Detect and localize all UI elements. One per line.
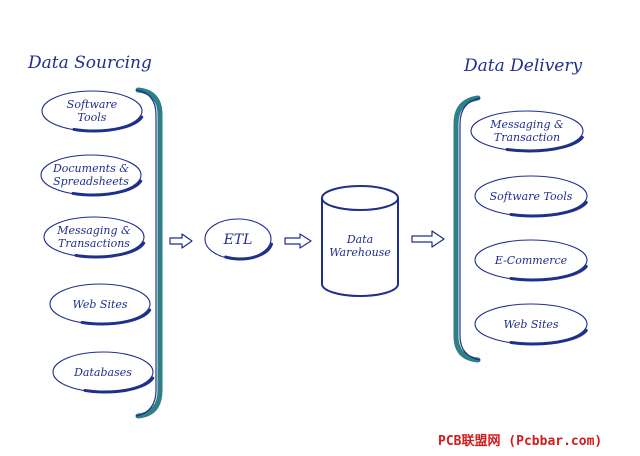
etl-node: ETL bbox=[204, 218, 274, 261]
data-warehouse-cylinder: Data Warehouse bbox=[321, 185, 399, 297]
delivery-nodes: Messaging & Transaction Software Tools E… bbox=[470, 110, 590, 346]
source-node-web-sites: Web Sites bbox=[49, 283, 153, 326]
source-label-line: Transactions bbox=[58, 237, 130, 250]
data-sourcing-heading: Data Sourcing bbox=[27, 53, 152, 73]
warehouse-label-line: Warehouse bbox=[329, 246, 391, 259]
source-label-line: Software bbox=[67, 98, 118, 111]
source-node-documents-spreadsheets: Documents & Spreadsheets bbox=[40, 154, 144, 197]
source-node-software-tools: Software Tools bbox=[41, 90, 145, 133]
source-node-messaging-transactions: Messaging & Transactions bbox=[43, 216, 147, 259]
delivery-node-messaging-transaction: Messaging & Transaction bbox=[470, 110, 586, 153]
arrow-to-etl bbox=[169, 233, 193, 249]
delivery-label-line: Transaction bbox=[494, 131, 560, 144]
source-nodes: Software Tools Documents & Spreadsheets … bbox=[40, 90, 156, 394]
etl-label: ETL bbox=[223, 232, 253, 248]
delivery-label-line: Software Tools bbox=[490, 190, 573, 203]
source-label-line: Databases bbox=[73, 366, 132, 379]
warehouse-label-line: Data bbox=[346, 233, 373, 246]
source-label-line: Documents & bbox=[52, 162, 129, 175]
source-label-line: Tools bbox=[78, 111, 107, 124]
data-delivery-heading: Data Delivery bbox=[463, 56, 582, 76]
source-label-line: Spreadsheets bbox=[53, 175, 129, 188]
watermark-text: PCB联盟网 (Pcbbar.com) bbox=[438, 433, 602, 449]
delivery-label-line: Web Sites bbox=[503, 318, 558, 331]
arrow-to-delivery bbox=[411, 230, 445, 248]
delivery-node-e-commerce: E-Commerce bbox=[474, 239, 590, 282]
delivery-label-line: E-Commerce bbox=[494, 254, 568, 267]
delivery-bracket bbox=[453, 95, 481, 363]
source-node-databases: Databases bbox=[52, 351, 156, 394]
source-label-line: Web Sites bbox=[72, 298, 127, 311]
delivery-label-line: Messaging & bbox=[489, 118, 564, 131]
arrow-to-warehouse bbox=[284, 233, 312, 249]
source-label-line: Messaging & bbox=[56, 224, 131, 237]
delivery-node-software-tools: Software Tools bbox=[474, 175, 590, 218]
delivery-node-web-sites: Web Sites bbox=[474, 303, 590, 346]
sourcing-bracket bbox=[135, 87, 163, 419]
